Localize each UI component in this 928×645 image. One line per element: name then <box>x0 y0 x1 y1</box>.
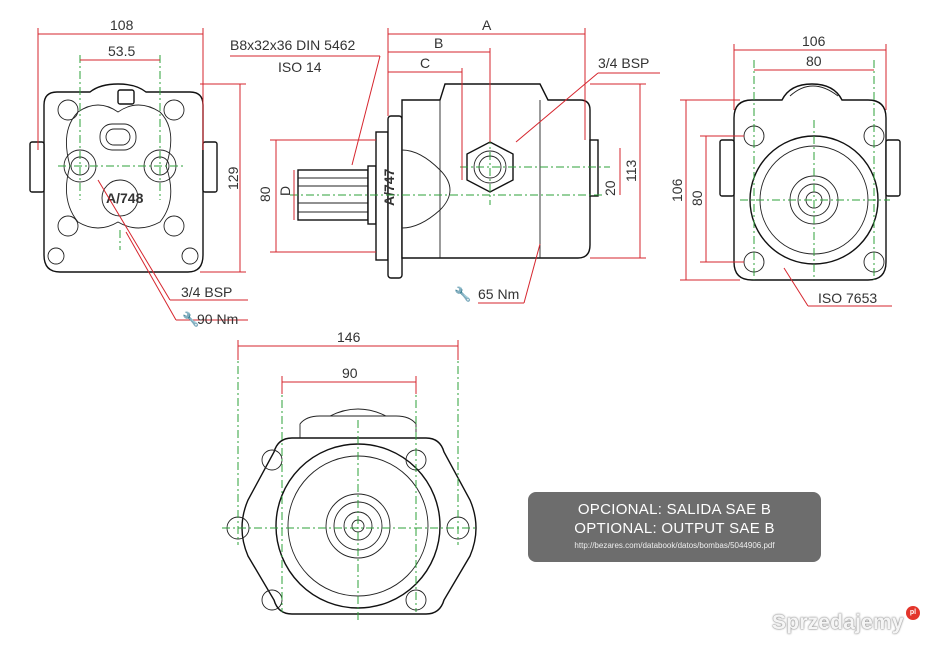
front-view-flange <box>65 104 172 229</box>
bottom-view-dim-bolt-spacing: 90 <box>342 365 358 381</box>
watermark-logo: Sprzedajemy <box>772 611 904 634</box>
rear-view-dim-height-inner: 80 <box>689 190 705 206</box>
rear-view-iso-label: ISO 7653 <box>818 290 877 306</box>
optional-source-url: http://bezares.com/databook/datos/bombas… <box>574 541 775 550</box>
front-view-dim-height: 129 <box>225 166 241 190</box>
front-view-dim-width: 108 <box>110 17 134 33</box>
bottom-view-shaft-bore <box>325 493 391 559</box>
front-view-torque-label: 90 Nm <box>197 311 238 327</box>
front-view-bolt-hole <box>163 215 185 237</box>
wrench-icon: 🔧 <box>454 285 471 303</box>
bottom-view-dim-width: 146 <box>337 329 361 345</box>
side-view-dim-a: A <box>482 17 492 33</box>
optional-line-en: OPTIONAL: OUTPUT SAE B <box>574 520 775 537</box>
side-view-dim-b: B <box>434 35 443 51</box>
front-view-side-boss-right <box>202 141 218 193</box>
front-view-top-lug <box>117 89 135 105</box>
front-view-top-slot <box>99 123 137 151</box>
rear-view-dim-height-outer: 106 <box>669 178 685 202</box>
front-view-bolt-hole <box>163 99 185 121</box>
rear-view-dim-bolt-spacing: 80 <box>806 53 822 69</box>
front-view-bolt-hole <box>57 215 79 237</box>
rear-view-dim-width: 106 <box>802 33 826 49</box>
front-view-foot-hole <box>47 247 65 265</box>
side-view-dim-height: 113 <box>623 159 639 182</box>
front-view-housing <box>43 83 204 273</box>
bottom-view: 146 90 <box>222 329 477 620</box>
side-view-model-label: A/747 <box>381 168 397 206</box>
watermark-badge: pl <box>906 606 920 620</box>
front-view-foot-hole <box>181 247 199 265</box>
optional-line-es: OPCIONAL: SALIDA SAE B <box>577 501 772 518</box>
front-view: A/748 108 53.5 129 3/4 BSP 🔧 90 Nm <box>29 17 248 328</box>
side-view-dim-port-offset: 20 <box>602 180 618 196</box>
side-view-dim-shaft: 80 <box>257 186 273 202</box>
front-view-dim-bolt-spacing: 53.5 <box>108 43 135 59</box>
rear-view: 106 80 106 80 ISO 7653 <box>669 33 901 307</box>
side-view: A/747 A B C 80 D 20 113 B8x32x36 DIN 546… <box>230 17 660 304</box>
side-view-spline-label: B8x32x36 DIN 5462 <box>230 37 356 53</box>
wrench-icon: 🔧 <box>182 310 199 328</box>
side-view-dim-d: D <box>277 186 293 196</box>
front-view-bolt-hole <box>57 99 79 121</box>
front-view-side-boss-left <box>29 141 45 193</box>
side-view-dim-c: C <box>420 55 430 71</box>
front-view-port-label: 3/4 BSP <box>181 284 232 300</box>
front-view-model-label: A/748 <box>106 190 144 206</box>
side-view-rear-cap <box>589 139 599 197</box>
side-view-iso-label: ISO 14 <box>278 59 322 75</box>
optional-output-note: OPCIONAL: SALIDA SAE B OPTIONAL: OUTPUT … <box>528 492 821 562</box>
side-view-torque-label: 65 Nm <box>478 286 519 302</box>
side-view-port-label: 3/4 BSP <box>598 55 649 71</box>
